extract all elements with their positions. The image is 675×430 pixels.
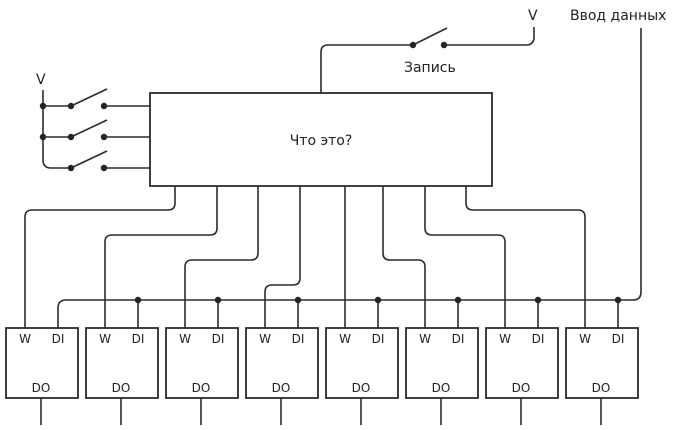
junction-dot — [374, 296, 382, 304]
junction-dot — [134, 296, 142, 304]
pin-label-w: W — [419, 332, 431, 346]
pin-label-do: DO — [512, 381, 531, 395]
junction-dot — [454, 296, 462, 304]
data-input-line — [57, 28, 642, 328]
data-input-label: Ввод данных — [570, 8, 666, 24]
pin-label-w: W — [579, 332, 591, 346]
main-box — [149, 92, 493, 187]
pin-label-di: DI — [372, 332, 385, 346]
pin-label-do: DO — [112, 381, 131, 395]
pin-label-w: W — [99, 332, 111, 346]
write-select-line — [424, 186, 506, 328]
pin-label-do: DO — [272, 381, 291, 395]
pin-label-di: DI — [212, 332, 225, 346]
pin-label-do: DO — [192, 381, 211, 395]
write-switch-label: Запись — [404, 60, 456, 76]
write-select-line — [184, 186, 259, 328]
memory-cell-3 — [165, 327, 239, 399]
memory-cell-8 — [565, 327, 639, 399]
pin-label-do: DO — [432, 381, 451, 395]
write-select-line — [24, 186, 176, 328]
pin-label-do: DO — [352, 381, 371, 395]
pin-label-w: W — [179, 332, 191, 346]
pin-label-w: W — [259, 332, 271, 346]
write-select-line — [382, 186, 426, 328]
pin-label-do: DO — [592, 381, 611, 395]
left-supply-rail — [42, 90, 71, 169]
write-switch[interactable] — [409, 27, 448, 49]
junction-dot — [214, 296, 222, 304]
memory-cell-5 — [325, 327, 399, 399]
main-box-label: Что это? — [290, 133, 353, 149]
pin-label-w: W — [19, 332, 31, 346]
pin-label-di: DI — [292, 332, 305, 346]
memory-cell-1 — [5, 327, 79, 399]
memory-cell-4 — [245, 327, 319, 399]
supply-label-left: V — [36, 72, 46, 88]
supply-label-top: V — [528, 8, 538, 24]
write-select-line — [465, 186, 586, 328]
pin-label-di: DI — [612, 332, 625, 346]
write-supply-line — [444, 27, 535, 46]
pin-label-di: DI — [132, 332, 145, 346]
memory-cells: W DI DO W DI DO W DI DO W DI DO W DI DO W DI DO W DI DO W DI DO — [5, 186, 639, 425]
pin-label-di: DI — [532, 332, 545, 346]
address-switch-3[interactable] — [67, 150, 150, 172]
pin-label-w: W — [339, 332, 351, 346]
address-switch-1[interactable] — [43, 88, 150, 110]
pin-label-di: DI — [452, 332, 465, 346]
junction-dot — [534, 296, 542, 304]
write-line — [320, 44, 413, 93]
pin-label-di: DI — [52, 332, 65, 346]
pin-label-do: DO — [32, 381, 51, 395]
pin-label-w: W — [499, 332, 511, 346]
address-switch-2[interactable] — [43, 119, 150, 141]
junction-dot — [614, 296, 622, 304]
write-select-line — [264, 186, 301, 328]
memory-cell-2 — [85, 327, 159, 399]
memory-cell-7 — [485, 327, 559, 399]
memory-cell-6 — [405, 327, 479, 399]
junction-dot — [294, 296, 302, 304]
write-select-line — [104, 186, 218, 328]
